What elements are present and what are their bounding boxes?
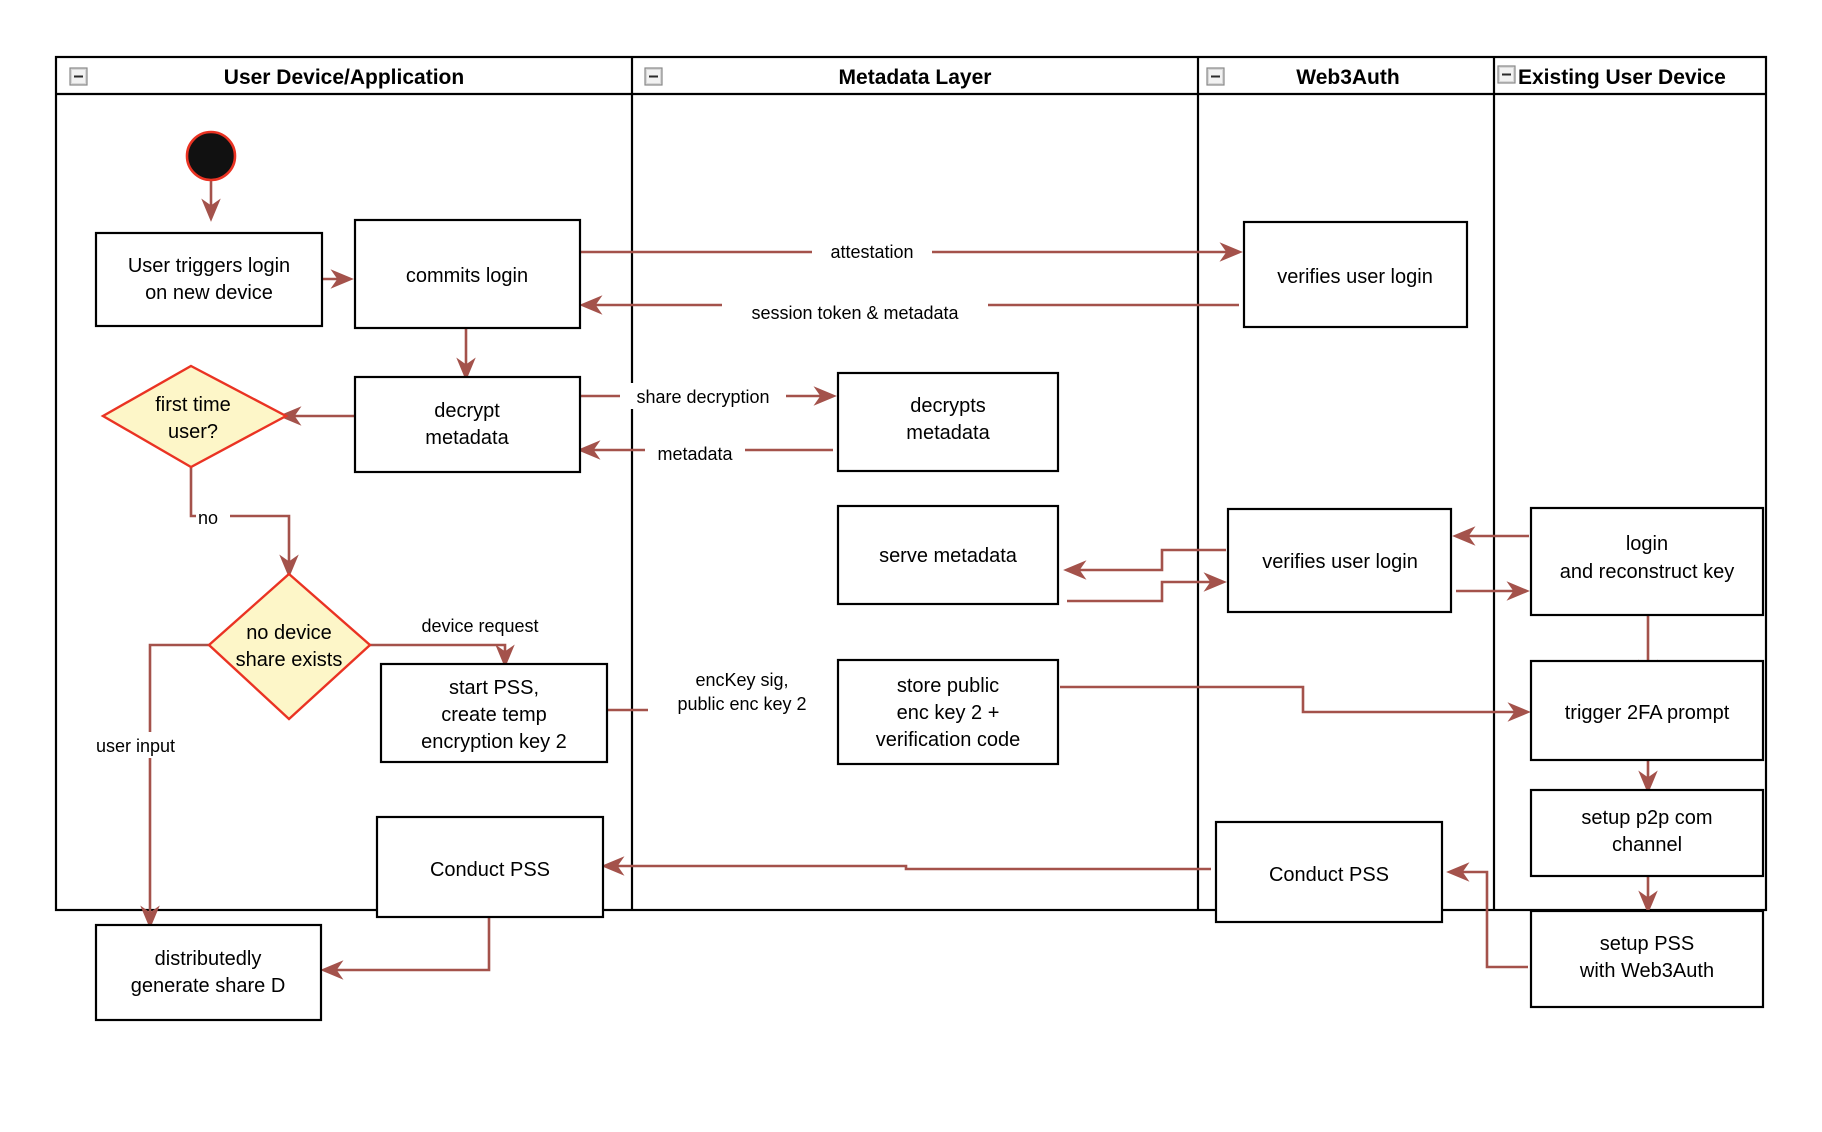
node-login-reconstruct-key-line2: and reconstruct key [1560, 561, 1735, 583]
lane-title-user-device: User Device/Application [224, 66, 464, 89]
node-verifies-user-login-1-label: verifies user login [1277, 266, 1433, 288]
edge-label-share-decryption-text: share decryption [636, 387, 769, 407]
node-decrypt-metadata[interactable]: decrypt metadata [353, 375, 582, 474]
node-setup-pss-web3auth-line2: with Web3Auth [1579, 960, 1714, 982]
node-store-public-enc-key-line2: enc key 2 + [897, 702, 1000, 724]
node-setup-p2p-line1: setup p2p com [1581, 807, 1712, 829]
edge-setup-pss-to-conduct-pss-web3auth [1446, 862, 1528, 969]
edge-label-user-input: user input [92, 732, 212, 758]
collapse-minus-icon[interactable] [69, 67, 88, 86]
lane-header-web3auth[interactable]: Web3Auth [1206, 66, 1400, 89]
node-generate-share-d[interactable]: distributedly generate share D [94, 923, 323, 1022]
node-login-reconstruct-key[interactable]: login and reconstruct key [1529, 506, 1765, 617]
node-start-pss-line3: encryption key 2 [421, 731, 567, 753]
node-decrypts-metadata[interactable]: decrypts metadata [836, 371, 1060, 473]
node-decrypt-metadata-line2: metadata [425, 427, 509, 449]
edge-label-user-input-text: user input [96, 736, 175, 756]
edge-label-no-text: no [198, 508, 218, 528]
edge-label-session-token-text: session token & metadata [751, 303, 959, 323]
edge-label-metadata-text: metadata [657, 444, 733, 464]
edge-label-enckey-sig: encKey sig, public enc key 2 [648, 664, 838, 720]
node-store-public-enc-key-line3: verification code [876, 729, 1021, 751]
collapse-minus-icon[interactable] [1497, 65, 1516, 84]
node-conduct-pss-user[interactable]: Conduct PSS [375, 815, 605, 919]
lane-title-existing-device: Existing User Device [1518, 66, 1726, 89]
node-first-time-user-line2: user? [168, 421, 218, 443]
edge-label-no: no [196, 503, 230, 529]
node-setup-pss-web3auth[interactable]: setup PSS with Web3Auth [1529, 909, 1765, 1009]
node-setup-pss-web3auth-line1: setup PSS [1600, 933, 1695, 955]
node-decrypts-metadata-line2: metadata [906, 422, 990, 444]
edge-conduct-pss-web3auth-to-user [601, 856, 1211, 876]
node-start[interactable] [185, 130, 237, 182]
edge-no-to-no-device-share [189, 467, 299, 578]
node-generate-share-d-line2: generate share D [131, 975, 286, 997]
node-start-pss-line2: create temp [441, 704, 547, 726]
node-decrypts-metadata-line1: decrypts [910, 395, 986, 417]
edge-conduct-pss-to-share-d [320, 917, 491, 980]
node-conduct-pss-web3auth[interactable]: Conduct PSS [1214, 820, 1444, 924]
node-user-triggers-login-line2: on new device [145, 282, 273, 304]
edge-device-request [368, 643, 515, 668]
edge-serve-metadata-to-verify [1067, 572, 1227, 603]
edge-label-attestation: attestation [812, 238, 932, 264]
diagram-outer-frame [54, 55, 1768, 912]
node-verifies-user-login-2-label: verifies user login [1262, 551, 1418, 573]
node-first-time-user-line1: first time [155, 394, 231, 416]
node-serve-metadata[interactable]: serve metadata [836, 504, 1060, 606]
node-verifies-user-login-2[interactable]: verifies user login [1226, 507, 1453, 614]
edge-label-device-request-text: device request [421, 616, 538, 636]
node-trigger-2fa[interactable]: trigger 2FA prompt [1529, 659, 1765, 762]
collapse-minus-icon[interactable] [644, 67, 663, 86]
edge-labels-group: attestation session token & metadata sha… [92, 238, 988, 758]
collapse-minus-icon[interactable] [1206, 67, 1225, 86]
node-no-device-share-line2: share exists [236, 649, 343, 671]
edge-label-device-request: device request [400, 612, 560, 638]
node-decrypt-metadata-line1: decrypt [434, 400, 500, 422]
node-store-public-enc-key-line1: store public [897, 675, 999, 697]
edge-label-session-token: session token & metadata [722, 299, 988, 325]
node-generate-share-d-line1: distributedly [155, 948, 262, 970]
edge-label-attestation-text: attestation [830, 242, 913, 262]
lane-title-metadata: Metadata Layer [839, 66, 992, 89]
lane-header-existing-device[interactable]: Existing User Device [1497, 65, 1726, 89]
lane-title-web3auth: Web3Auth [1296, 66, 1399, 89]
node-setup-p2p[interactable]: setup p2p com channel [1529, 788, 1765, 878]
node-login-reconstruct-key-line1: login [1626, 533, 1668, 555]
edge-label-share-decryption: share decryption [620, 383, 786, 409]
node-user-triggers-login-line1: User triggers login [128, 255, 290, 277]
lane-frame-group [54, 55, 1768, 912]
node-commits-login-label: commits login [406, 265, 528, 287]
lane-header-metadata[interactable]: Metadata Layer [644, 66, 992, 89]
node-serve-metadata-label: serve metadata [879, 545, 1018, 567]
node-start-pss[interactable]: start PSS, create temp encryption key 2 [379, 662, 609, 764]
node-setup-p2p-line2: channel [1612, 834, 1682, 856]
node-commits-login[interactable]: commits login [353, 218, 582, 330]
node-no-device-share-line1: no device [246, 622, 332, 644]
edge-label-metadata: metadata [645, 440, 745, 466]
node-first-time-user[interactable]: first time user? [100, 364, 289, 469]
node-user-triggers-login[interactable]: User triggers login on new device [94, 231, 324, 328]
edge-label-enckey-sig-line2: public enc key 2 [677, 694, 806, 714]
node-store-public-enc-key[interactable]: store public enc key 2 + verification co… [836, 658, 1060, 766]
edge-user-input [140, 643, 209, 929]
node-conduct-pss-user-label: Conduct PSS [430, 859, 550, 881]
node-trigger-2fa-label: trigger 2FA prompt [1565, 702, 1730, 724]
edge-store-key-to-trigger-2fa [1060, 685, 1531, 722]
node-verifies-user-login-1[interactable]: verifies user login [1242, 220, 1469, 329]
node-conduct-pss-web3auth-label: Conduct PSS [1269, 864, 1389, 886]
edge-verify-to-serve-metadata [1063, 548, 1226, 580]
node-start-pss-line1: start PSS, [449, 677, 539, 699]
node-no-device-share[interactable]: no device share exists [207, 572, 372, 721]
edge-label-enckey-sig-line1: encKey sig, [695, 670, 788, 690]
lane-header-user-device[interactable]: User Device/Application [69, 66, 464, 89]
